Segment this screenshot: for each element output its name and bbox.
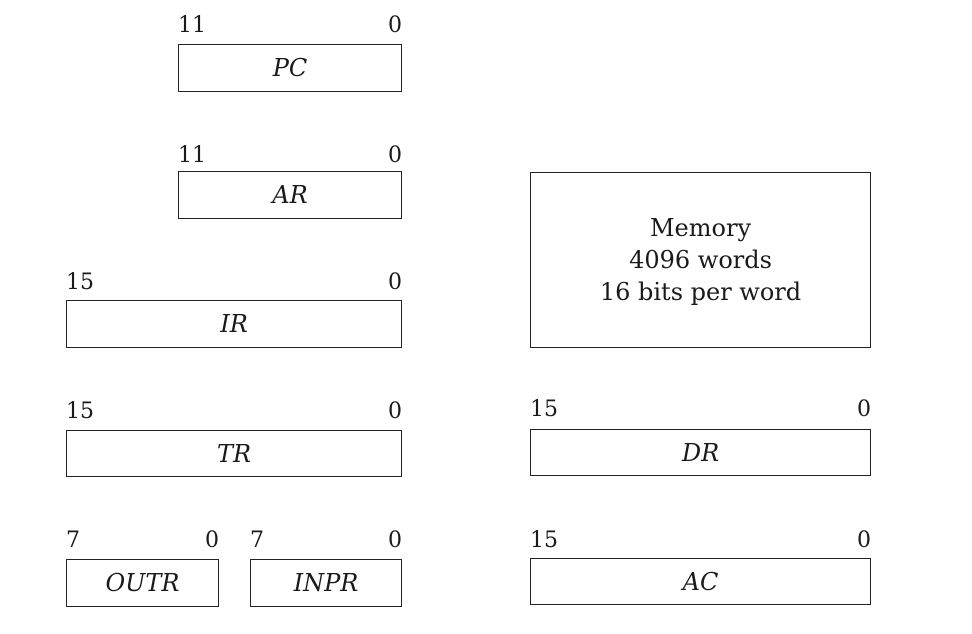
outr-msb-label: 7 — [66, 528, 80, 553]
pc-msb-label: 11 — [178, 13, 206, 38]
register-ac: 15 0 AC — [530, 529, 871, 605]
inpr-lsb-label: 0 — [388, 528, 402, 553]
ar-lsb-label: 0 — [388, 143, 402, 168]
ar-name: AR — [272, 181, 308, 209]
outr-box: OUTR — [66, 559, 219, 607]
ac-msb-label: 15 — [530, 528, 558, 553]
ir-box: IR — [66, 300, 402, 348]
pc-lsb-label: 0 — [388, 13, 402, 38]
inpr-msb-label: 7 — [250, 528, 264, 553]
dr-name: DR — [681, 438, 720, 467]
register-dr: 15 0 DR — [530, 398, 871, 476]
memory-size: 4096 words — [629, 246, 772, 274]
outr-name: OUTR — [105, 569, 180, 597]
register-ir: 15 0 IR — [66, 271, 402, 348]
ir-name: IR — [220, 310, 248, 338]
tr-box: TR — [66, 430, 402, 477]
dr-msb-label: 15 — [530, 397, 558, 422]
register-inpr: 7 0 INPR — [250, 529, 402, 607]
ac-name: AC — [682, 567, 719, 596]
outr-lsb-label: 0 — [205, 528, 219, 553]
ar-msb-label: 11 — [178, 143, 206, 168]
pc-name: PC — [272, 54, 308, 82]
ir-msb-label: 15 — [66, 270, 94, 295]
register-outr: 7 0 OUTR — [66, 529, 219, 607]
tr-msb-label: 15 — [66, 399, 94, 424]
ar-box: AR — [178, 171, 402, 219]
ir-lsb-label: 0 — [388, 270, 402, 295]
pc-box: PC — [178, 44, 402, 92]
memory-title: Memory — [649, 214, 751, 242]
ac-box: AC — [530, 558, 871, 605]
inpr-box: INPR — [250, 559, 402, 607]
tr-lsb-label: 0 — [388, 399, 402, 424]
dr-box: DR — [530, 429, 871, 476]
inpr-name: INPR — [293, 569, 359, 597]
register-tr: 15 0 TR — [66, 400, 402, 477]
register-ar: 11 0 AR — [178, 144, 402, 219]
memory-box: Memory 4096 words 16 bits per word — [530, 172, 871, 348]
dr-lsb-label: 0 — [857, 397, 871, 422]
tr-name: TR — [216, 439, 252, 468]
memory-word-width: 16 bits per word — [599, 278, 802, 306]
ac-lsb-label: 0 — [857, 528, 871, 553]
register-pc: 11 0 PC — [178, 14, 402, 92]
